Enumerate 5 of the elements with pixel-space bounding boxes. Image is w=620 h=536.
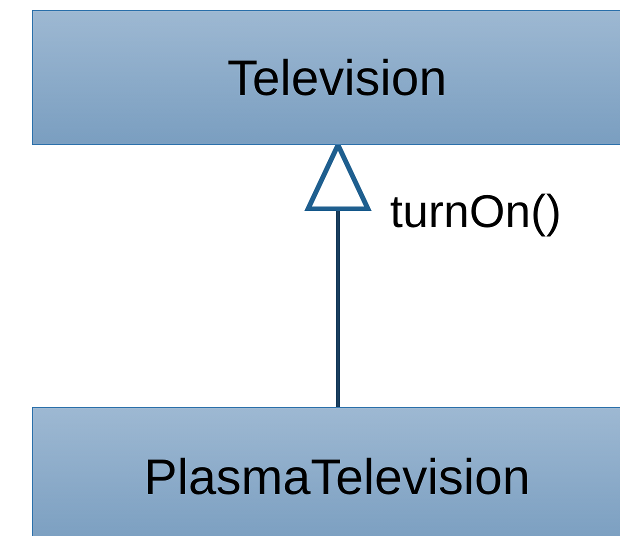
- class-box: [32, 10, 620, 145]
- class-box: [32, 407, 620, 536]
- inheritance-arrow: [306, 142, 370, 407]
- class-name: Television: [227, 52, 448, 102]
- class-name: PlasmaTelevision: [144, 452, 532, 502]
